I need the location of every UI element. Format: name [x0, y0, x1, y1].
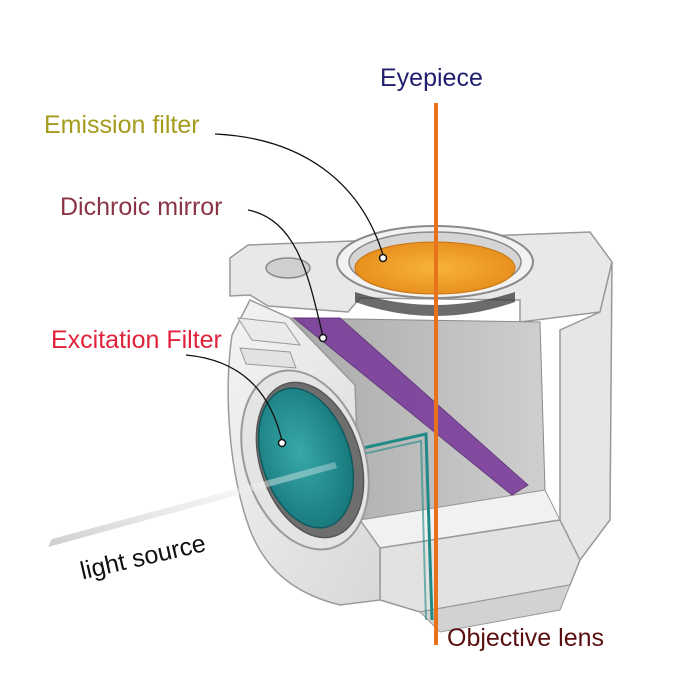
- excitation-beam: [344, 432, 434, 621]
- emission-leader: [214, 133, 384, 256]
- excitation-filter-label: Excitation Filter: [51, 326, 222, 354]
- objective-lens-label: Objective lens: [447, 624, 605, 652]
- excitation-filter-assembly: [240, 369, 370, 551]
- dichroic-leader: [247, 209, 324, 337]
- excitation-leader: [185, 354, 283, 442]
- dichroic-mirror-label: Dichroic mirror: [60, 193, 223, 221]
- leader-lines: [185, 133, 384, 442]
- emission-pointer-dot: [378, 253, 388, 263]
- eyepiece-label: Eyepiece: [380, 64, 483, 92]
- light-beam: [48, 462, 337, 547]
- dichroic-pointer-dot: [318, 333, 328, 343]
- excitation-filter-glass: [257, 387, 355, 529]
- excitation-pointer-dot: [277, 438, 287, 448]
- emission-filter-label: Emission filter: [44, 111, 200, 139]
- dichroic-mirror: [292, 317, 529, 496]
